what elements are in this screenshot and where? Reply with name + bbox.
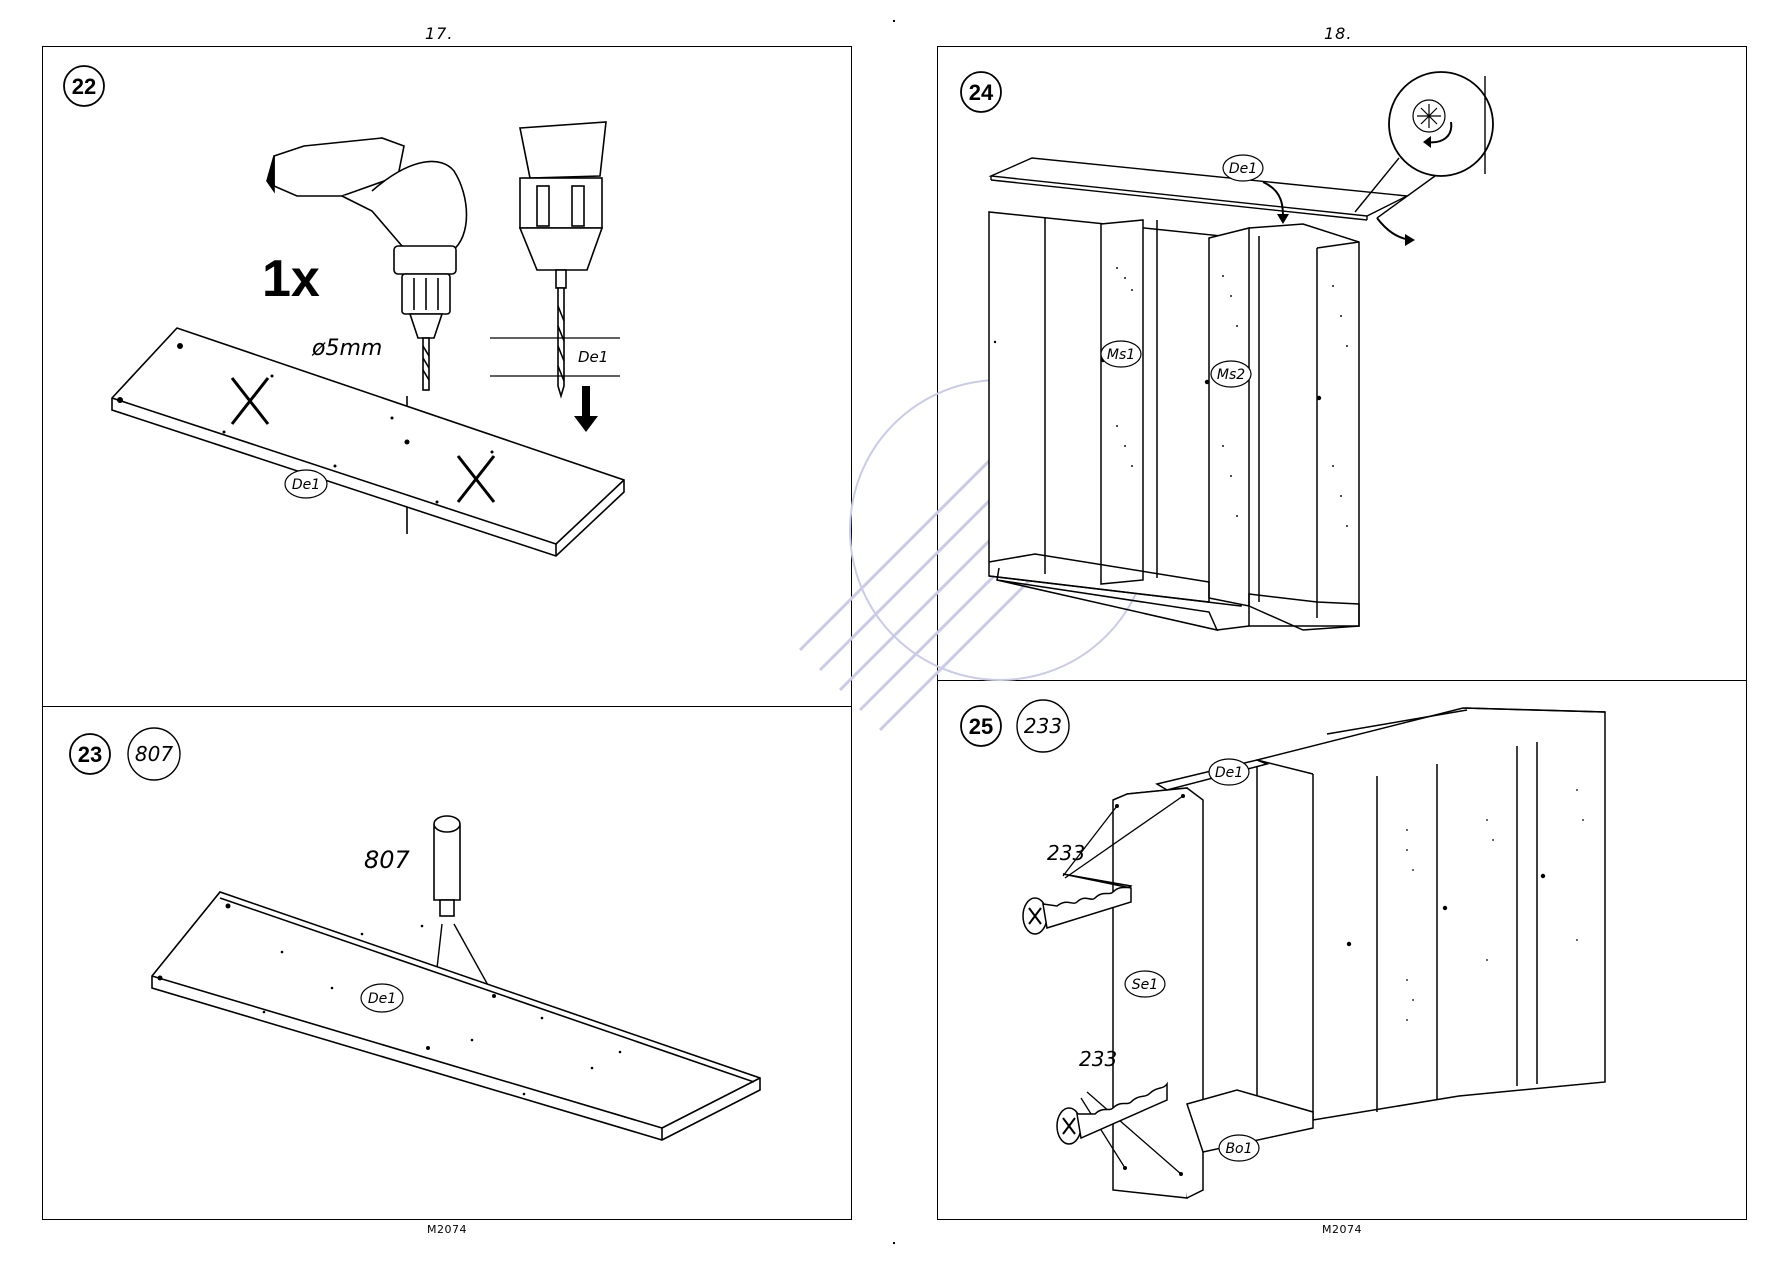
svg-text:De1: De1 (1229, 161, 1257, 177)
fitting-807-label: 807 (364, 846, 411, 874)
part-label-se1: Se1 (1124, 970, 1166, 998)
step-24-illustration: 24 De1 (960, 71, 1494, 632)
step-23-illustration: 23 807 807 De1 (69, 727, 761, 1141)
wardrobe-side-panel-drawing (1112, 707, 1606, 1199)
part-label-ms1: Ms1 (1100, 340, 1142, 368)
right-page-divider (937, 680, 1747, 681)
screw-233-bottom-icon (1056, 1081, 1168, 1145)
step-25-badge: 25 (960, 705, 1002, 747)
screw-233-top-label: 233 (1047, 841, 1085, 865)
drill-size-label: ø5mm (311, 336, 382, 361)
fold-mark-top (893, 20, 895, 22)
step-24-number: 24 (969, 80, 994, 105)
screw-233-bottom-label: 233 (1079, 1047, 1117, 1071)
panel-de1-drawing (111, 327, 625, 557)
svg-text:De1: De1 (1215, 765, 1243, 781)
svg-text:Ms1: Ms1 (1107, 347, 1135, 363)
fitting-badge-233: 233 (1016, 699, 1070, 753)
step-24-badge: 24 (960, 71, 1002, 113)
step-25-illustration: 25 233 De1 Se1 Bo1 (960, 699, 1606, 1199)
detail-magnifier (1354, 71, 1494, 219)
part-label-de1: De1 (284, 469, 328, 499)
step-22-number: 22 (72, 74, 96, 99)
part-label-de1: De1 (1222, 154, 1264, 182)
svg-text:807: 807 (135, 742, 173, 766)
step-23-badge: 23 (69, 733, 111, 775)
step-22-badge: 22 (63, 65, 105, 107)
fitting-badge-807: 807 (127, 727, 181, 781)
drill-closeup-icon (518, 121, 607, 399)
step-25-number: 25 (969, 714, 993, 739)
page-number-left: 17. (425, 24, 454, 43)
closeup-part-label: De1 (578, 348, 608, 366)
top-panel-de1-drawing (988, 157, 1410, 221)
screw-233-top-icon (1022, 873, 1133, 935)
part-label-de1: De1 (360, 983, 404, 1013)
skip-cross-marks (230, 377, 496, 503)
page-number-right: 18. (1324, 24, 1353, 43)
svg-text:De1: De1 (292, 477, 320, 493)
wardrobe-carcass-drawing (988, 211, 1360, 632)
page-code-left: M2074 (427, 1223, 467, 1236)
svg-text:Se1: Se1 (1132, 977, 1158, 993)
step-22-illustration: 22 1x ø5mm De1 (63, 65, 625, 557)
svg-text:De1: De1 (368, 991, 396, 1007)
part-label-ms2: Ms2 (1210, 360, 1252, 388)
panel-de1-dowel-drawing (151, 891, 761, 1141)
svg-text:233: 233 (1024, 714, 1062, 738)
part-label-de1: De1 (1208, 758, 1250, 786)
svg-text:Bo1: Bo1 (1225, 1141, 1252, 1157)
svg-text:Ms2: Ms2 (1217, 367, 1245, 383)
page-code-right: M2074 (1322, 1223, 1362, 1236)
fold-mark-bottom (893, 1242, 895, 1244)
step-23-number: 23 (78, 742, 102, 767)
part-label-bo1: Bo1 (1218, 1134, 1260, 1162)
left-page-divider (42, 706, 852, 707)
drill-icon (266, 137, 468, 391)
down-arrow-icon (574, 386, 598, 432)
dowel-807-icon (433, 815, 461, 917)
step-22-quantity: 1x (262, 250, 320, 308)
